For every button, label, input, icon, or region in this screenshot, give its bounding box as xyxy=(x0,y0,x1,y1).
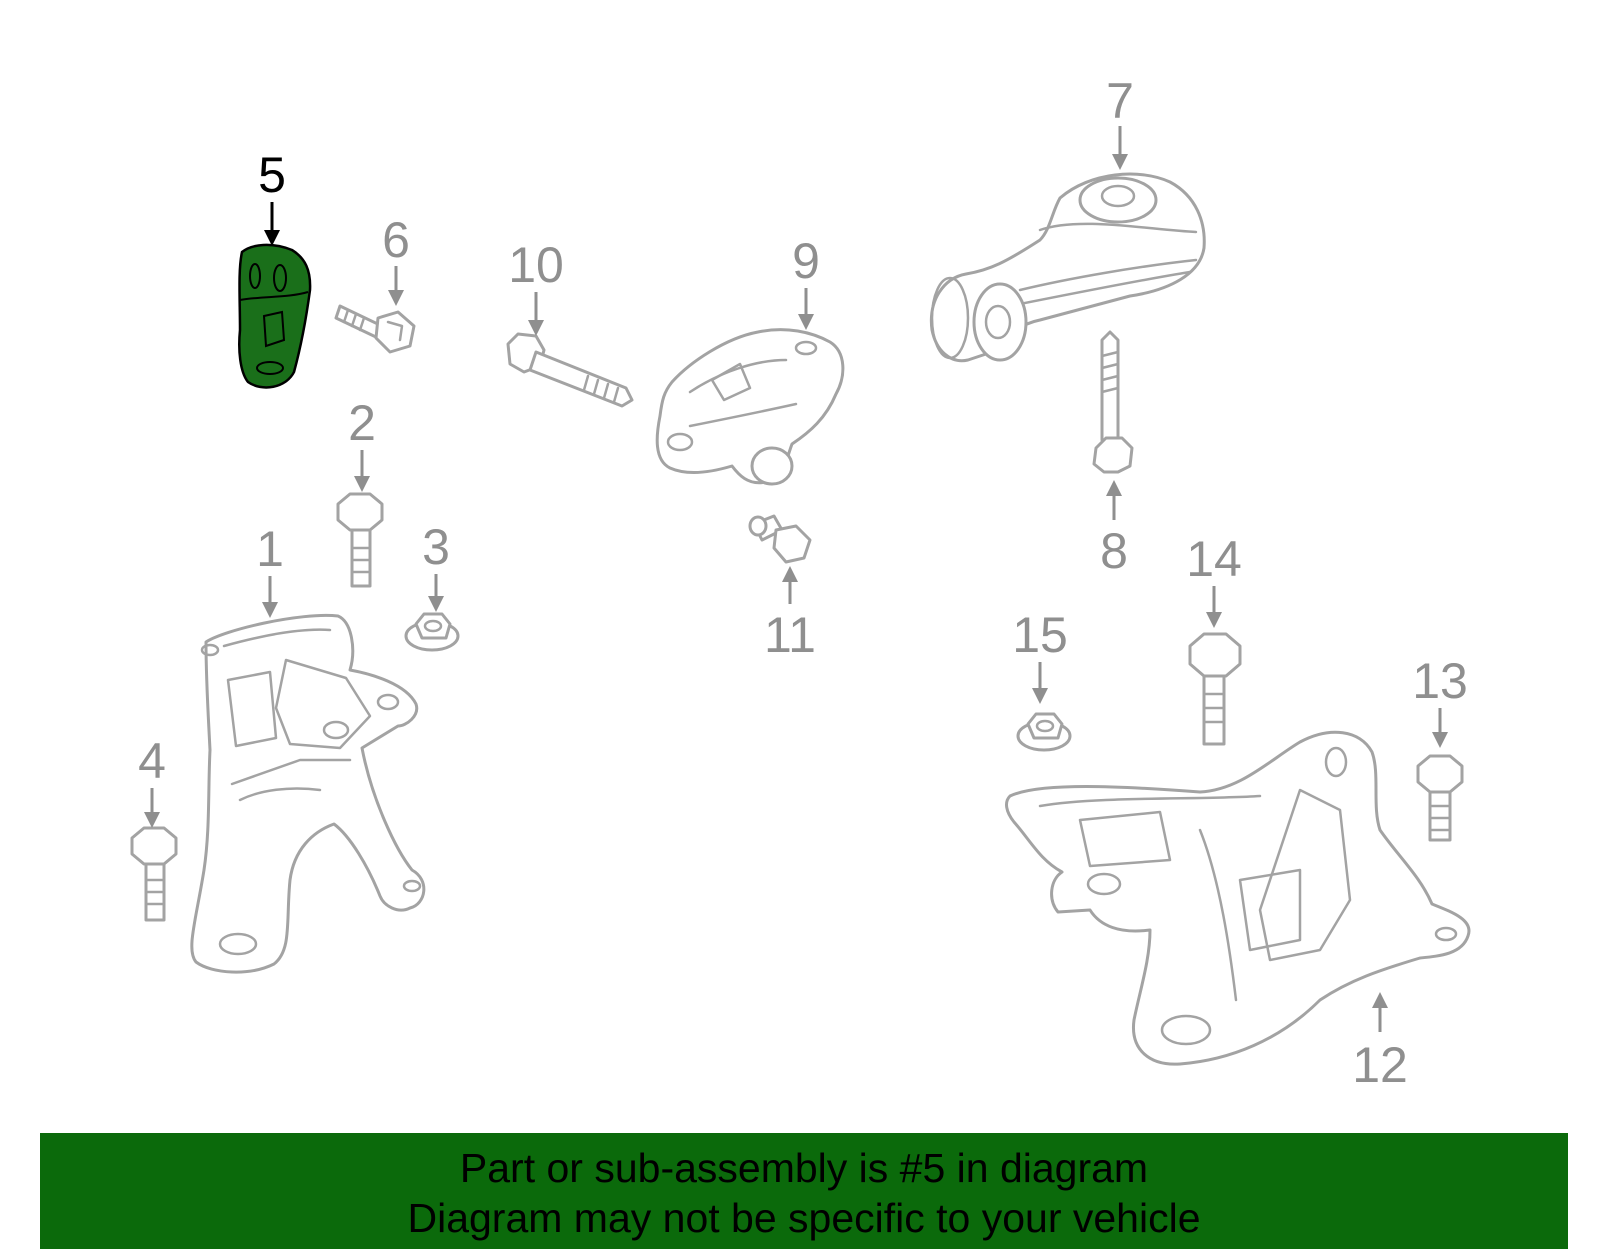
callout-label-7: 7 xyxy=(1106,73,1134,129)
callout-5: 5 xyxy=(258,147,286,246)
banner-line-disclaimer: Diagram may not be specific to your vehi… xyxy=(407,1195,1201,1241)
callout-9: 9 xyxy=(792,233,820,330)
callout-label-8: 8 xyxy=(1100,523,1128,579)
callout-6: 6 xyxy=(382,212,410,306)
callout-8: 8 xyxy=(1100,480,1128,579)
callout-label-13: 13 xyxy=(1412,653,1468,709)
callout-10: 10 xyxy=(508,237,564,336)
part-11-bolt[interactable] xyxy=(748,514,812,564)
callout-14: 14 xyxy=(1186,531,1242,628)
part-15-nut[interactable] xyxy=(1016,712,1072,752)
callout-label-14: 14 xyxy=(1186,531,1242,587)
callout-label-9: 9 xyxy=(792,233,820,289)
callout-11: 11 xyxy=(764,566,816,663)
part-9-bracket[interactable] xyxy=(655,328,845,486)
callout-13: 13 xyxy=(1412,653,1468,748)
part-4-bolt[interactable] xyxy=(130,826,178,922)
callout-2: 2 xyxy=(348,395,376,492)
callout-label-10: 10 xyxy=(508,237,564,293)
callout-label-4: 4 xyxy=(138,733,166,789)
callout-label-11: 11 xyxy=(764,607,816,663)
part-5-highlighted[interactable] xyxy=(238,243,312,389)
part-8-bolt[interactable] xyxy=(1092,330,1134,474)
callout-12: 12 xyxy=(1352,992,1408,1093)
callout-4: 4 xyxy=(138,733,166,828)
callout-label-6: 6 xyxy=(382,212,410,268)
callout-label-3: 3 xyxy=(422,519,450,575)
part-1-bracket[interactable] xyxy=(190,613,426,974)
callout-15: 15 xyxy=(1012,607,1068,704)
callout-label-5: 5 xyxy=(258,147,286,203)
part-10-bolt[interactable] xyxy=(506,332,634,408)
part-2-bolt[interactable] xyxy=(336,492,384,588)
callout-3: 3 xyxy=(422,519,450,612)
callout-label-1: 1 xyxy=(256,521,284,577)
part-13-bolt[interactable] xyxy=(1416,754,1464,842)
part-3-nut[interactable] xyxy=(404,612,460,652)
banner-line-part-info: Part or sub-assembly is #5 in diagram xyxy=(459,1145,1149,1191)
callout-label-12: 12 xyxy=(1352,1037,1408,1093)
part-14-bolt[interactable] xyxy=(1188,632,1242,746)
info-banner: Part or sub-assembly is #5 in diagram Di… xyxy=(40,1133,1568,1249)
callout-7: 7 xyxy=(1106,73,1134,170)
part-7-torque-rod[interactable] xyxy=(929,172,1206,363)
part-6-bolt[interactable] xyxy=(334,304,416,354)
callout-label-15: 15 xyxy=(1012,607,1068,663)
callout-label-2: 2 xyxy=(348,395,376,451)
callout-1: 1 xyxy=(256,521,284,618)
part-12-bracket[interactable] xyxy=(1005,730,1471,1066)
